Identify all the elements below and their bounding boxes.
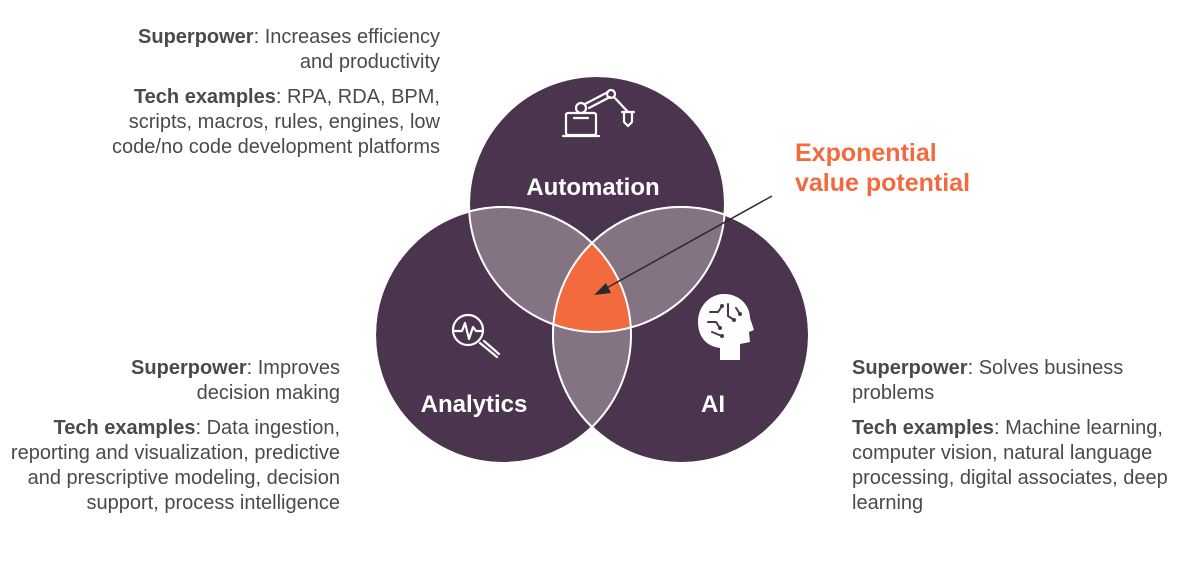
callout-line-2: value potential (795, 169, 971, 197)
automation-ai-overlap (553, 207, 725, 332)
exponential-value-callout: Exponential value potential (795, 138, 1055, 198)
ai-superpower: Superpower: Solves business problems (852, 357, 1124, 404)
automation-analytics-overlap (469, 207, 631, 332)
callout-arrow (594, 195, 773, 295)
brain-head-icon (698, 294, 754, 360)
ai-description: Superpower: Solves business problems Tec… (852, 356, 1192, 516)
automation-description: Superpower: Increases efficiency and pro… (100, 25, 440, 160)
automation-tech-examples: Tech examples: RPA, RDA, BPM, scripts, m… (112, 86, 440, 158)
analytics-label: Analytics (421, 391, 528, 418)
robot-arm-icon (561, 88, 636, 138)
callout-line-1: Exponential (795, 139, 937, 167)
ai-label: AI (701, 391, 725, 418)
analytics-tech-examples: Tech examples: Data ingestion, reporting… (10, 417, 340, 514)
chart-magnifier-icon (451, 313, 501, 359)
analytics-superpower: Superpower: Improves decision making (131, 357, 340, 404)
ai-tech-examples: Tech examples: Machine learning, compute… (852, 417, 1168, 514)
automation-superpower: Superpower: Increases efficiency and pro… (138, 26, 440, 73)
analytics-description: Superpower: Improves decision making Tec… (10, 356, 340, 516)
automation-label: Automation (526, 174, 659, 201)
